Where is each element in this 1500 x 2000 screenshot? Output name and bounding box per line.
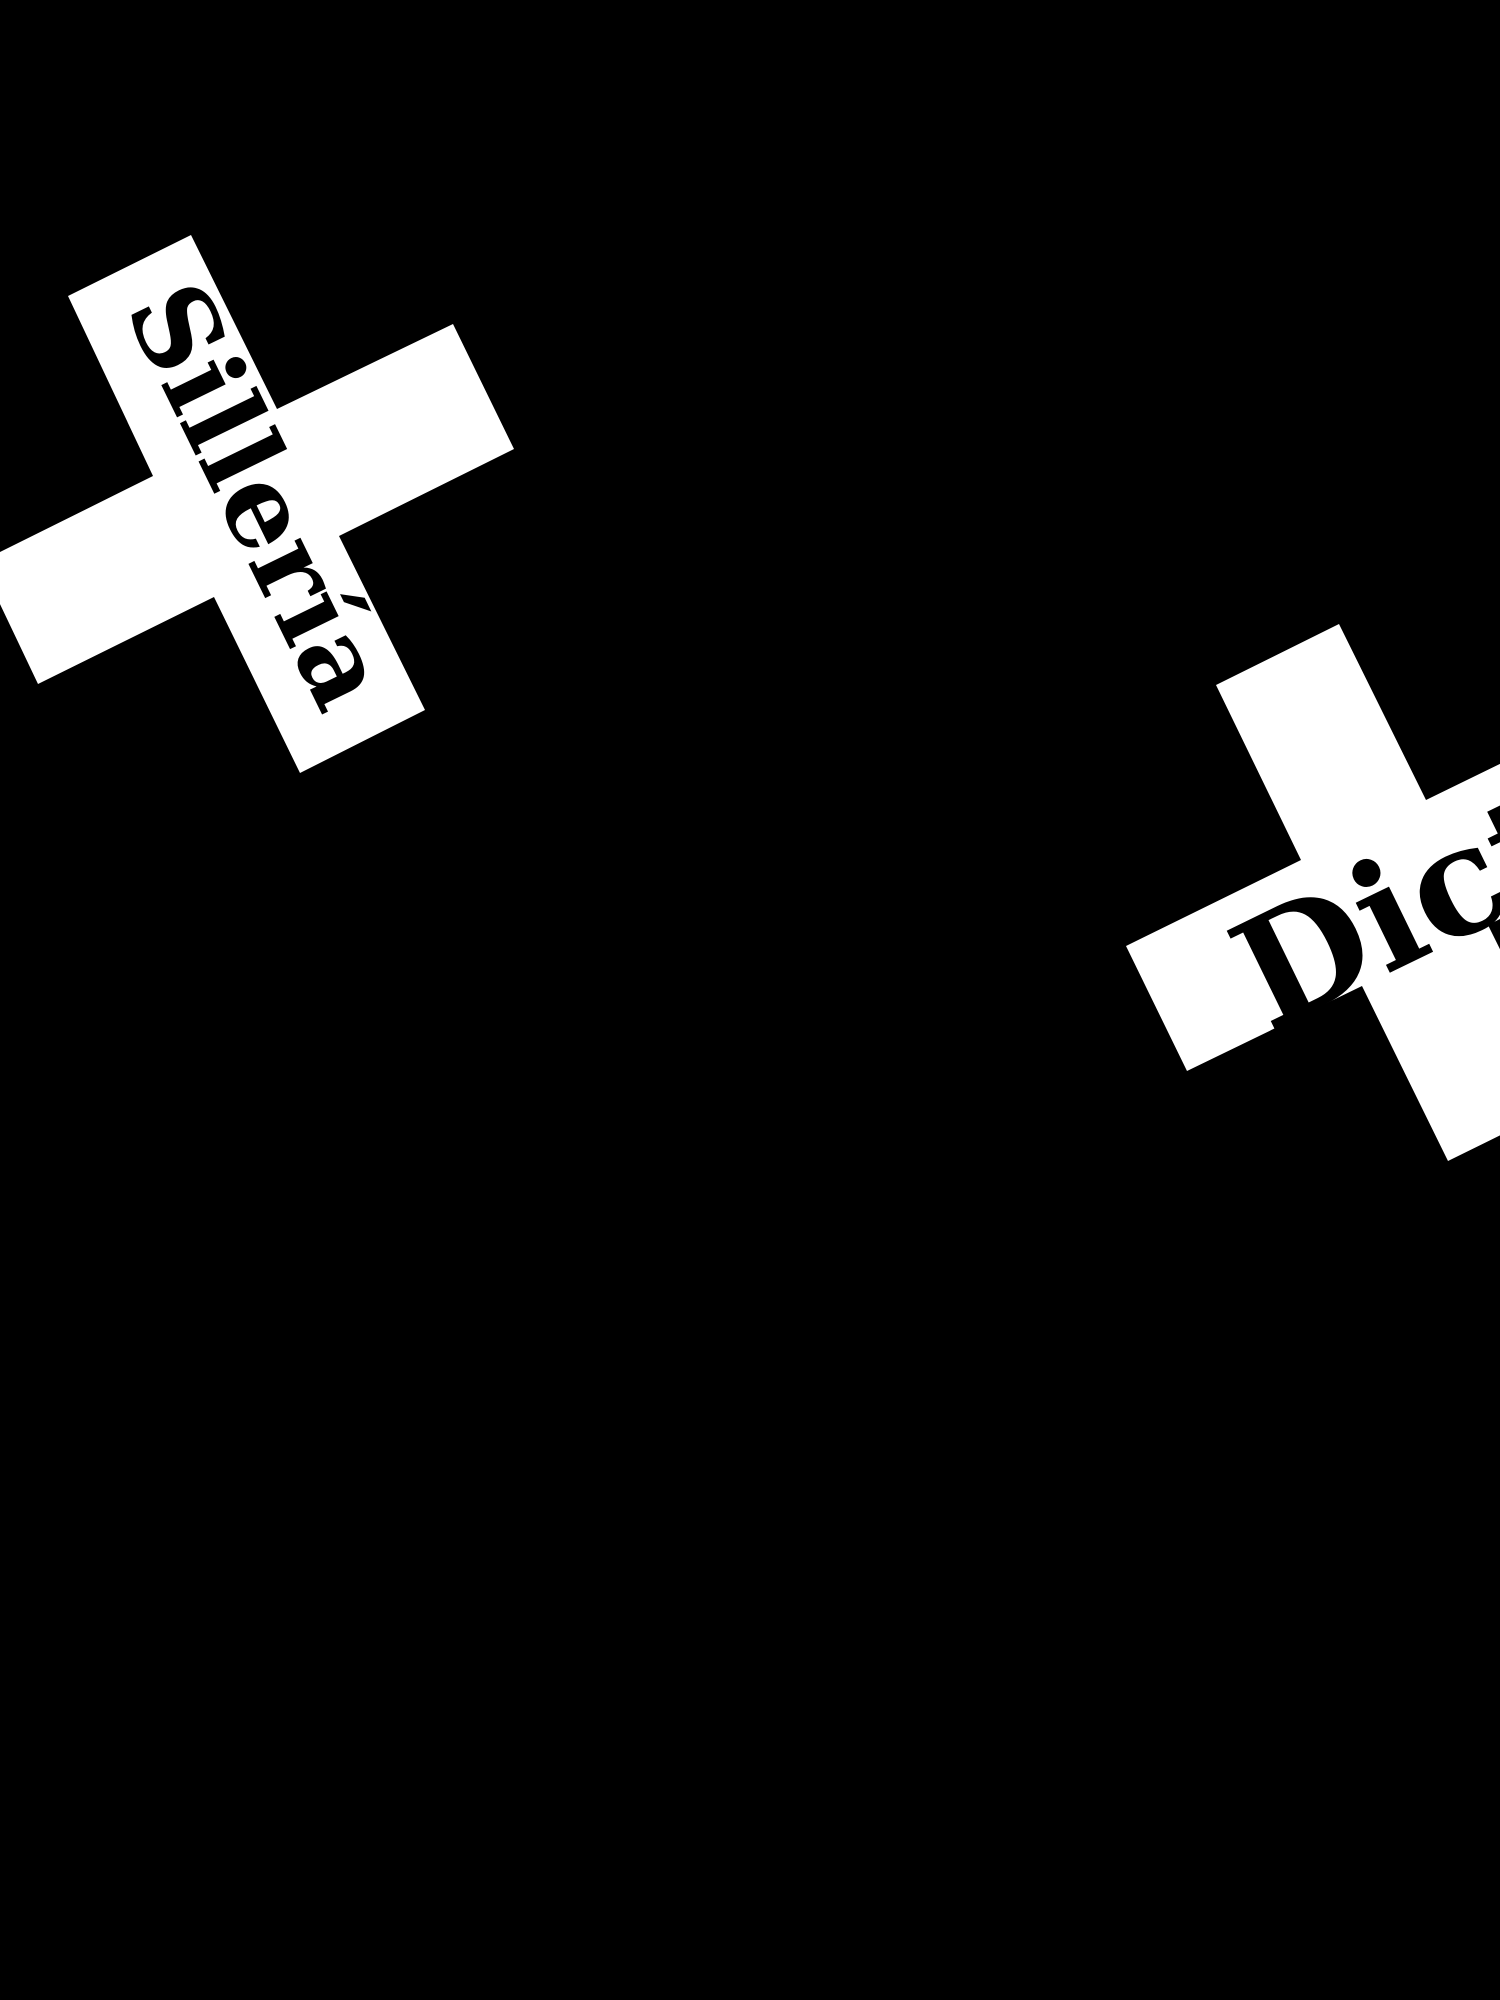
cross-left: Sillería: [0, 235, 514, 773]
cross-shape-left: [0, 235, 514, 773]
cross-shape-right: [1126, 624, 1500, 1161]
cross-right: Dictin: [1126, 624, 1500, 1161]
